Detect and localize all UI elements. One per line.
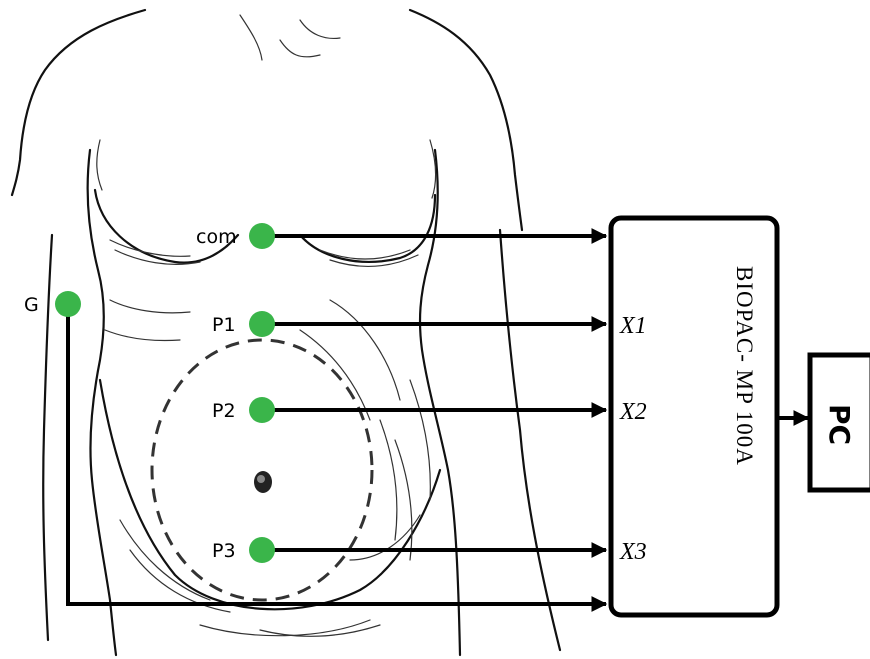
electrode-com [249,223,275,249]
channel-label-x2: X2 [619,399,647,425]
left-shoulder-outline [12,10,145,195]
torso-illustration [12,10,560,655]
electrode-label-com: com [196,226,237,248]
abdomen-shading [105,300,430,636]
electrode-p2 [249,397,275,423]
electrode-p3 [249,537,275,563]
electrode-label-g: G [24,294,39,316]
electrode-label-p3: P3 [212,540,236,562]
left-torso-side [88,150,116,655]
left-arm-inner [43,235,52,640]
neck-shading [240,15,340,60]
channel-label-x1: X1 [619,313,647,339]
navel-highlight [257,475,265,483]
lead-wires [68,236,606,604]
electrode-g [55,291,81,317]
right-torso-side [420,150,460,655]
pc-label: PC [823,404,856,445]
right-shoulder-outline [410,10,522,230]
electrode-p1 [249,311,275,337]
channel-label-x3: X3 [619,539,647,565]
right-arm-outline [500,230,560,650]
right-breast [300,195,435,262]
device-label: BIOPAC- MP 100A [732,266,757,466]
electrode-label-p2: P2 [212,400,236,422]
electrodes [55,223,275,563]
electrode-label-p1: P1 [212,314,236,336]
